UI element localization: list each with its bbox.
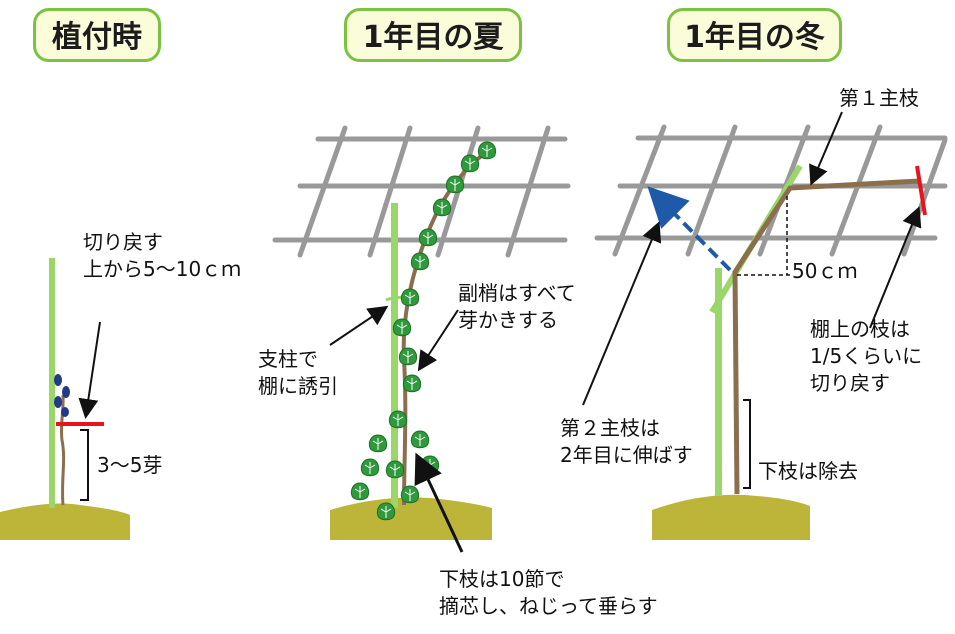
ground-mound-3 [652, 494, 810, 540]
stake-2 [391, 203, 398, 508]
trunk-winter [732, 178, 921, 495]
remove-bracket [743, 399, 751, 489]
arrow-lower [414, 452, 464, 553]
label-lower-branch-pinch: 下枝は10節で 摘芯し、ねじって垂らす [439, 567, 658, 618]
stake-1 [49, 258, 55, 508]
title-planting: 植付時 [33, 8, 161, 62]
ground-mound-2 [330, 497, 492, 540]
label-remove-lower: 下枝は除去 [758, 459, 858, 483]
panel-winter [582, 111, 948, 540]
label-cut-back: 切り戻す 上から5～10ｃｍ [83, 230, 242, 281]
cut-mark-3 [915, 165, 927, 216]
grape-cluster [54, 374, 70, 417]
label-main-branch-1: 第１主枝 [839, 86, 919, 110]
arrow-main1 [809, 111, 843, 186]
arrow-cut [78, 321, 101, 419]
arrow-trim [869, 206, 922, 329]
title-first-winter: 1年目の冬 [667, 8, 842, 62]
stake-3 [715, 268, 722, 496]
title-first-summer: 1年目の夏 [344, 8, 522, 62]
trellis-3 [594, 124, 948, 257]
label-main-branch-2: 第２主枝は 2年目に伸ばす [560, 416, 693, 467]
arrow-lateral [417, 309, 459, 372]
ground-mound-1 [0, 503, 130, 540]
bud-bracket [80, 429, 89, 501]
panel-summer [272, 125, 571, 553]
arrow-stake [329, 305, 389, 346]
label-height-50cm: 50ｃｍ [792, 259, 858, 283]
label-buds: 3～5芽 [97, 453, 163, 477]
label-trim-upper: 棚上の枝は 1/5くらいに 切り戻す [810, 317, 923, 395]
label-lateral-removal: 副梢はすべて 芽かきする [458, 281, 576, 332]
label-stake-guide: 支柱で 棚に誘引 [258, 347, 338, 398]
arrow-second-main [647, 186, 732, 272]
panel-planting [0, 258, 130, 540]
arrow-main2 [582, 221, 662, 406]
